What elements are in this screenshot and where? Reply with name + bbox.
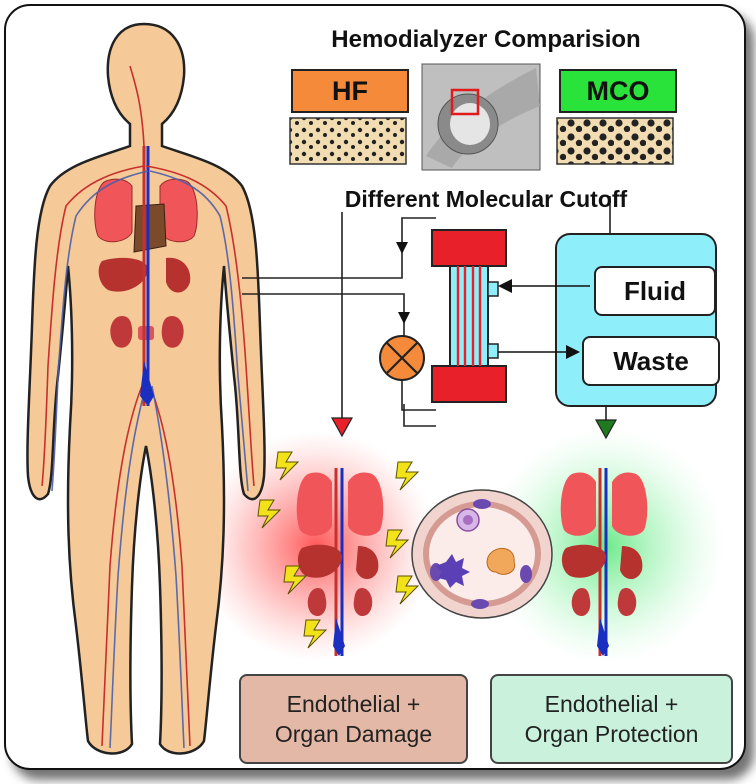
fluid-box: Fluid: [594, 266, 716, 316]
dialyzer-icon: [431, 229, 507, 403]
damage-line-1: Endothelial +: [286, 691, 421, 717]
protected-organs: [560, 468, 648, 656]
damaged-organs: [296, 468, 384, 656]
protection-outcome-box: Endothelial + Organ Protection: [490, 674, 733, 764]
protection-line-2: Organ Protection: [524, 721, 699, 747]
figure-frame: Hemodialyzer Comparision HF MCO Differen…: [4, 4, 746, 770]
figure-title: Hemodialyzer Comparision: [331, 26, 641, 53]
mco-membrane-pores: [556, 117, 674, 165]
flow-arrow-top: [396, 242, 408, 254]
hollow-fiber-micrograph: [421, 63, 541, 171]
waste-arrow: [566, 345, 580, 359]
protection-line-1: Endothelial +: [544, 691, 679, 717]
flow-arrow-pump: [398, 312, 410, 324]
damage-line-2: Organ Damage: [274, 721, 433, 747]
damage-outcome-box: Endothelial + Organ Damage: [239, 674, 468, 764]
human-body: [26, 22, 266, 755]
mco-label: MCO: [559, 69, 677, 113]
hf-label: HF: [291, 69, 409, 113]
hf-membrane-pores: [289, 117, 407, 165]
cutoff-subtitle: Different Molecular Cutoff: [344, 186, 628, 212]
circuit-lines: [242, 196, 611, 427]
fluid-arrow: [498, 279, 512, 293]
waste-box: Waste: [582, 336, 720, 386]
vessel-cross-section: [411, 489, 553, 619]
damage-bolts: [257, 451, 420, 649]
diagram-canvas: [26, 22, 726, 755]
damage-arrow: [330, 417, 354, 438]
pump-icon: [379, 335, 425, 381]
protection-arrow: [594, 419, 618, 440]
